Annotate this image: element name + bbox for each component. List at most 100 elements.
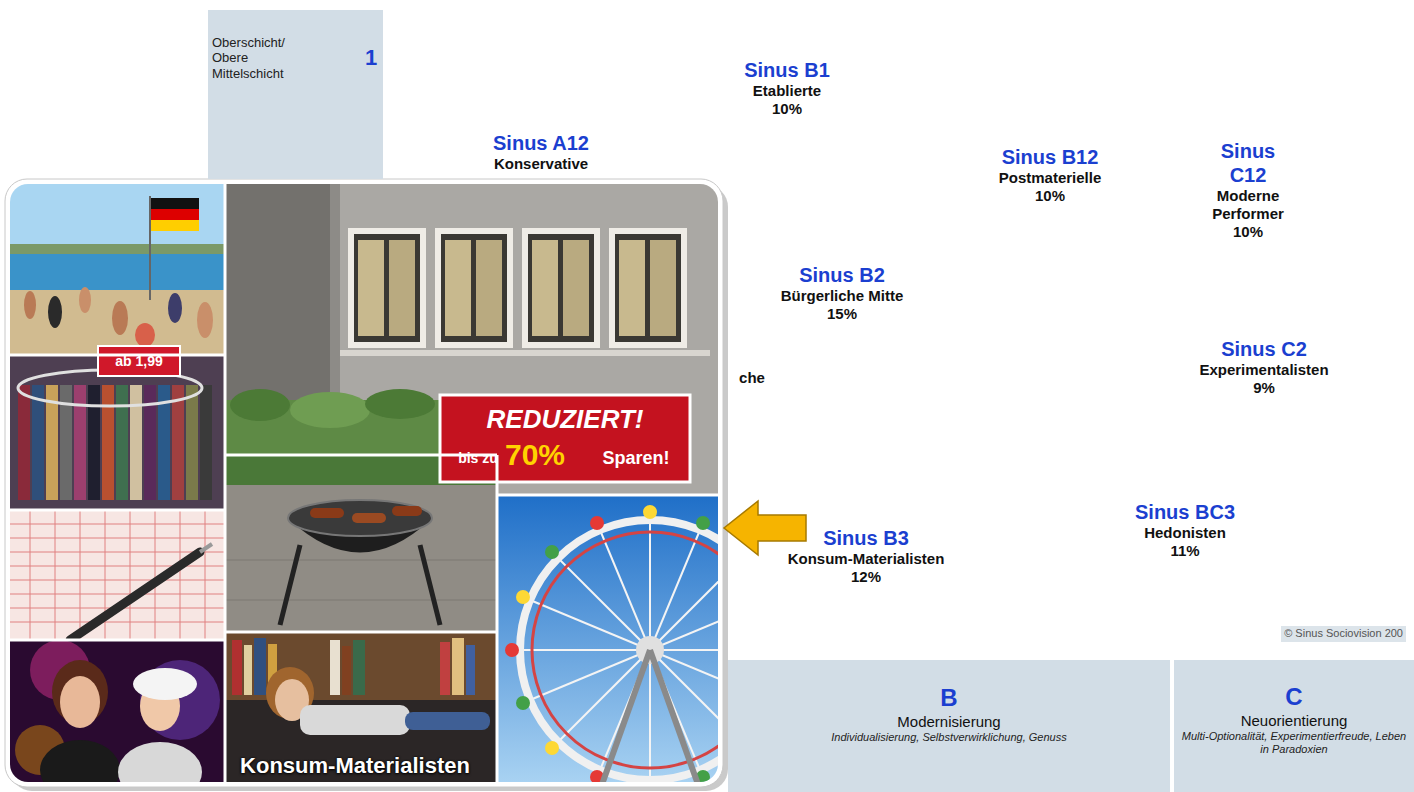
beach-photo [24,291,36,319]
lottery-photo [10,510,225,640]
ferris-wheel-photo [600,530,700,770]
grill-photo [225,600,497,601]
photo-separator [225,631,497,634]
clothes-rack-photo [102,385,114,500]
lottery-photo [10,524,225,525]
label-slot: Sparen! [602,448,669,470]
building-photo [650,240,676,336]
lottery-photo [10,510,225,640]
clothes-rack-photo [18,370,202,406]
building-photo [609,228,687,348]
ferris-wheel-photo [520,520,718,780]
couch-photo [330,640,340,695]
text-group: Sinus B3Konsum-Materialisten12% [788,526,945,586]
lottery-photo [205,510,206,640]
grid-line [654,8,656,658]
building-photo [230,389,290,421]
beach-photo [135,323,155,347]
clothes-rack-photo [46,385,58,500]
party-photo [10,640,225,782]
couch-photo [440,642,450,695]
grill-photo [280,545,300,625]
grid-line [207,8,1414,792]
beach-photo [149,196,151,300]
ellipse-outline [1006,389,1314,657]
price-tag-text: ab 1,99 [115,353,162,370]
lottery-photo [10,622,225,623]
beach-photo [10,184,225,355]
photo-separator [496,455,499,782]
photo-separator [225,454,497,457]
node-text: Sinus A12 [493,131,589,155]
lottery-photo [10,608,225,609]
node-text: Multi-Optionalität, Experimentierfreude,… [1180,730,1408,756]
beach-photo [10,290,225,355]
party-photo [140,660,220,740]
beach-photo [10,184,225,355]
beach-photo [48,296,62,328]
clothes-rack-photo [116,385,128,500]
ferris-wheel-photo [545,545,559,559]
ferris-wheel-photo [696,770,710,782]
label-slot: 70% [505,437,565,473]
couch-photo [225,632,497,782]
grill-photo [225,455,497,632]
building-photo [389,240,415,336]
milieu-ellipse: Sinus BC3Hedonisten11% [1005,388,1315,658]
milieu-ellipse: Sinus B3Konsum-Materialisten12% [705,405,1025,658]
building-photo [330,184,340,455]
grid-line [1171,8,1173,792]
node-text: C [1180,683,1408,712]
node-text: Modernisierung [831,713,1066,731]
clothes-rack-photo [158,385,170,500]
column-header-cell: BModernisierungIndividualisierung, Selbs… [728,660,1170,792]
lottery-photo [55,510,56,640]
banner-text: 70% [505,437,565,473]
ferris-wheel-photo [532,532,718,768]
lottery-photo [155,510,156,640]
text-group: Sinus A12Konservative [493,131,589,173]
text-group: Sinus B12Postmaterielle10% [999,145,1102,205]
couch-photo [225,632,497,782]
ellipse-outline [690,200,1120,440]
text-group: BModernisierungIndividualisierung, Selbs… [831,684,1066,744]
lottery-photo [30,510,31,640]
building-photo [354,234,420,342]
grid-border [207,8,1414,792]
clothes-rack-photo [130,385,142,500]
milieu-ellipse: Sinus C2Experimentalisten9% [1105,265,1385,445]
text-group: Konsum-Materialisten [240,753,470,779]
lottery-photo [10,510,225,640]
beach-photo [168,293,182,323]
grid-panel [207,8,1414,792]
beach-photo [197,302,213,338]
lottery-photo [70,552,200,640]
building-photo [365,389,435,419]
couch-photo [225,700,497,782]
node-text: 12% [788,568,945,586]
building-photo [441,234,507,342]
node-text: Etablierte [744,82,830,100]
ferris-wheel-photo [590,770,604,782]
grill-photo [392,506,422,516]
ferris-wheel-photo [590,516,604,530]
clothes-rack-photo [18,385,30,500]
building-photo [435,228,513,348]
ferris-wheel-photo [558,558,718,742]
grill-photo [288,500,432,536]
couch-photo [275,679,309,721]
grid-line [207,657,1414,659]
grill-photo [420,545,440,625]
grill-photo [225,455,497,632]
photo-separator [497,494,718,497]
building-photo [563,240,589,336]
photo-separator [10,184,718,782]
building-photo [476,240,502,336]
ferris-wheel-photo [516,590,530,604]
clothes-rack-photo [74,385,86,500]
grid-line [383,8,385,658]
collage-shadow [10,185,728,791]
building-photo [522,228,600,348]
clothes-rack-photo [200,385,212,500]
couch-photo [466,645,475,695]
